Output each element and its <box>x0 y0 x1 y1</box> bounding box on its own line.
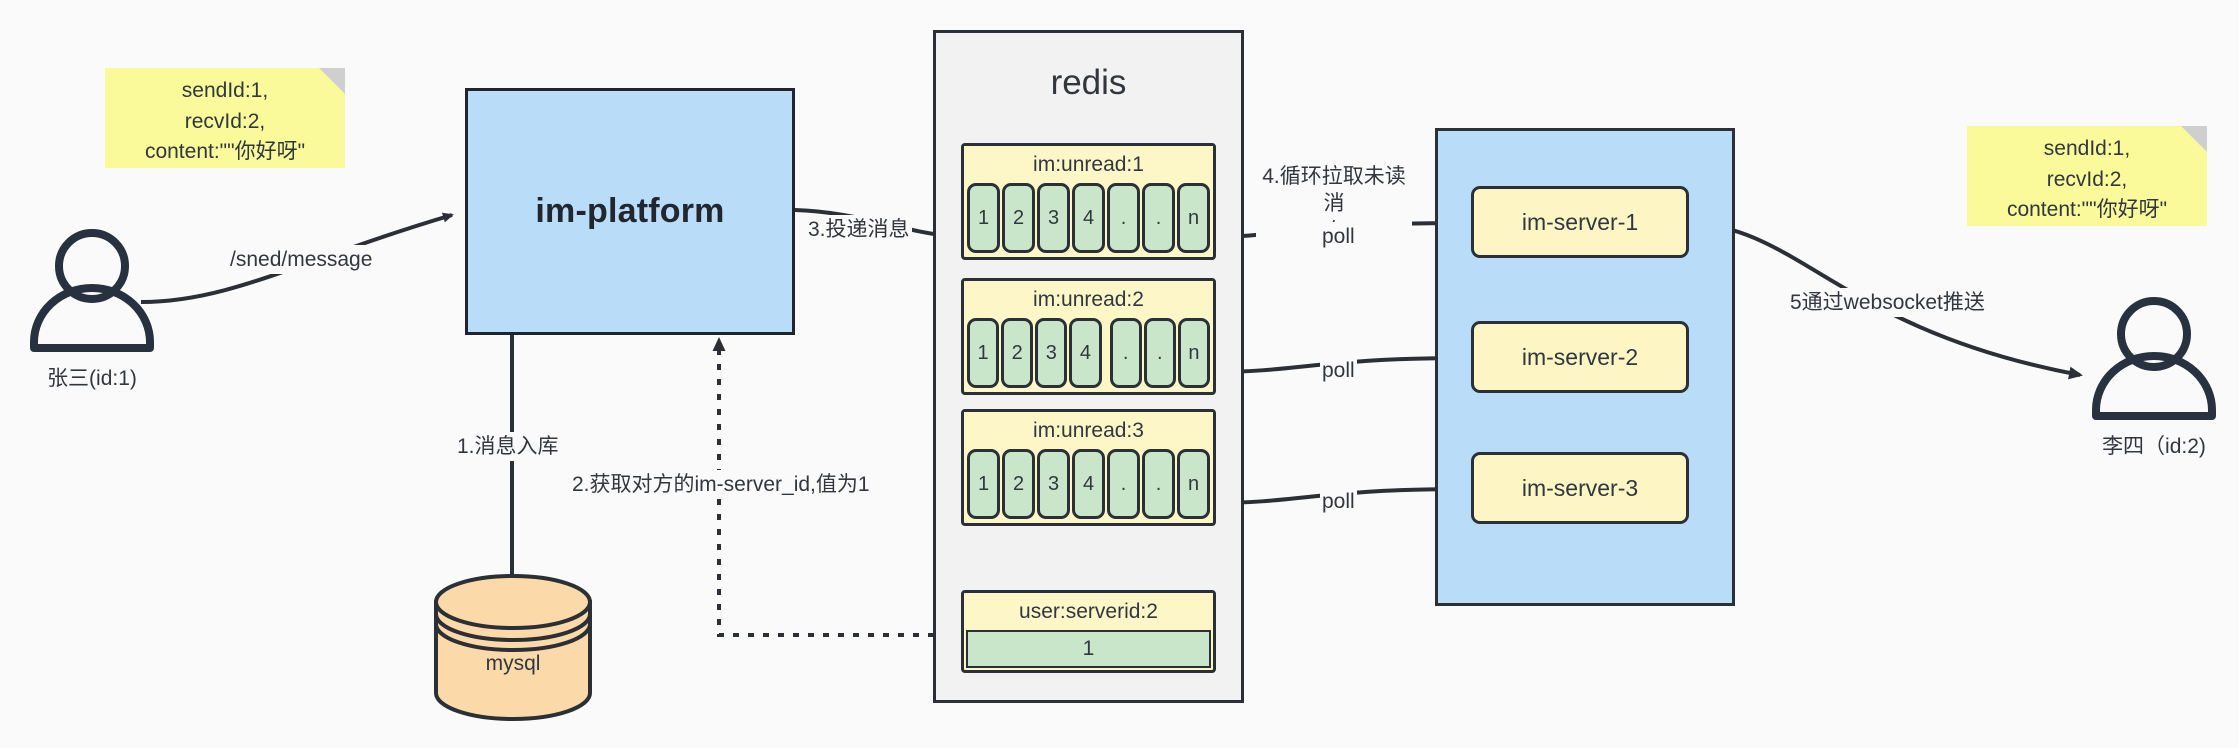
sender-user-icon <box>30 229 154 352</box>
redis-cell: n <box>1177 318 1210 388</box>
receiver-label: 李四（id:2) <box>2102 435 2206 458</box>
redis-cell: 1 <box>967 183 1000 253</box>
sticky-note-left: sendId:1, recvId:2, content:""你好呀" <box>105 68 345 168</box>
edge-label-get-serverid: 2.获取对方的im-server_id,值为1 <box>570 470 872 500</box>
redis-cell-row: 1 2 3 4 . . n <box>964 183 1213 255</box>
im-server-2-label: im-server-2 <box>1521 343 1639 370</box>
redis-cell: 2 <box>1001 318 1034 388</box>
edge-label-poll-2: poll <box>1320 356 1357 386</box>
redis-cell: 4 <box>1069 318 1102 388</box>
edge-label-deliver-message: 3.投递消息 <box>806 215 912 245</box>
note-fold-icon <box>319 68 345 94</box>
edge-label-send-message: /sned/message <box>228 245 375 275</box>
redis-cell: 3 <box>1037 183 1070 253</box>
im-platform-box[interactable]: im-platform <box>465 88 795 335</box>
redis-cell: . <box>1142 183 1175 253</box>
receiver-user-icon <box>2092 297 2216 420</box>
sticky-note-right: sendId:1, recvId:2, content:""你好呀" <box>1967 126 2207 226</box>
im-server-3-label: im-server-3 <box>1521 474 1639 501</box>
redis-key-im-unread-1[interactable]: im:unread:1 1 2 3 4 . . n <box>961 143 1216 260</box>
edge-label-poll-3: poll <box>1320 487 1357 517</box>
sticky-note-right-text: sendId:1, recvId:2, content:""你好呀" <box>2006 137 2168 222</box>
sticky-note-left-text: sendId:1, recvId:2, content:""你好呀" <box>144 79 306 164</box>
redis-key-name: im:unread:3 <box>964 412 1213 449</box>
redis-key-user-serverid[interactable]: user:serverid:2 1 <box>961 590 1216 673</box>
redis-key-im-unread-2[interactable]: im:unread:2 1 2 3 4 . . n <box>961 278 1216 395</box>
redis-cell: 2 <box>1002 449 1035 519</box>
redis-cell: 2 <box>1002 183 1035 253</box>
redis-cell: . <box>1109 318 1142 388</box>
redis-cell-row: 1 2 3 4 . . n <box>964 318 1213 390</box>
redis-cell: . <box>1142 449 1175 519</box>
redis-key-name: im:unread:2 <box>964 281 1213 318</box>
redis-cell: 4 <box>1072 449 1105 519</box>
redis-key-name: im:unread:1 <box>964 146 1213 183</box>
redis-key-name: user:serverid:2 <box>964 593 1213 630</box>
redis-cell: . <box>1107 183 1140 253</box>
im-server-1-box[interactable]: im-server-1 <box>1471 186 1689 258</box>
redis-cell: . <box>1107 449 1140 519</box>
redis-key-value: 1 <box>966 630 1211 668</box>
im-server-3-box[interactable]: im-server-3 <box>1471 452 1689 524</box>
edge-label-poll-1: poll <box>1320 222 1357 252</box>
redis-cell: 3 <box>1037 449 1070 519</box>
redis-cell: n <box>1177 449 1210 519</box>
redis-cell: 3 <box>1035 318 1068 388</box>
sender-label: 张三(id:1) <box>47 367 137 390</box>
redis-title: redis <box>1050 63 1127 102</box>
mysql-label: mysql <box>485 652 541 675</box>
redis-cell: n <box>1177 183 1210 253</box>
edge-label-store-message: 1.消息入库 <box>455 432 561 462</box>
im-server-1-label: im-server-1 <box>1521 208 1639 235</box>
redis-cell: 4 <box>1072 183 1105 253</box>
im-server-2-box[interactable]: im-server-2 <box>1471 321 1689 393</box>
im-platform-label: im-platform <box>535 192 725 230</box>
mysql-cylinder <box>434 574 592 721</box>
redis-cell: . <box>1143 318 1176 388</box>
edge-label-push-websocket: 5通过websocket推送 <box>1788 288 1987 318</box>
redis-key-im-unread-3[interactable]: im:unread:3 1 2 3 4 . . n <box>961 409 1216 526</box>
redis-cell-row: 1 2 3 4 . . n <box>964 449 1213 521</box>
note-fold-icon <box>2181 126 2207 152</box>
redis-cell: 1 <box>967 318 1000 388</box>
redis-cell: 1 <box>967 449 1000 519</box>
